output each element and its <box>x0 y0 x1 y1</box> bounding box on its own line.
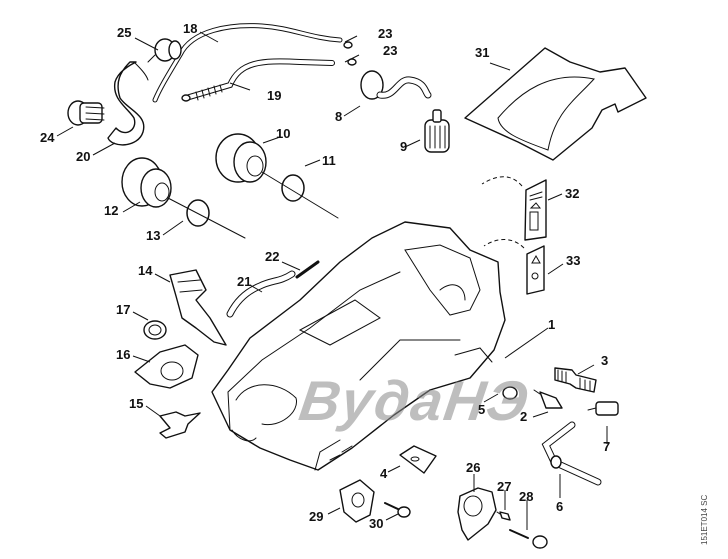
callout-18[interactable]: 18 <box>183 21 198 36</box>
callout-6[interactable]: 6 <box>556 499 564 514</box>
callout-14[interactable]: 14 <box>138 263 153 278</box>
part-9-filter[interactable] <box>424 109 450 153</box>
callout-22[interactable]: 22 <box>265 249 280 264</box>
callout-17[interactable]: 17 <box>116 302 131 317</box>
callout-33[interactable]: 33 <box>566 253 581 268</box>
part-12-oil-pump[interactable] <box>121 157 246 239</box>
callout-25[interactable]: 25 <box>117 25 132 40</box>
part-21-hose[interactable] <box>226 270 296 318</box>
part-23-fittings[interactable] <box>343 41 357 66</box>
part-16-cover[interactable] <box>134 344 199 389</box>
part-1-housing[interactable] <box>211 221 506 471</box>
part-17-grommet[interactable] <box>143 320 167 340</box>
part-6-bar[interactable] <box>541 421 602 486</box>
part-15-clip[interactable] <box>159 411 201 439</box>
callout-4[interactable]: 4 <box>380 466 388 481</box>
part-3-bolt[interactable] <box>554 367 597 393</box>
part-29-bracket[interactable] <box>339 479 375 523</box>
callout-21[interactable]: 21 <box>237 274 252 289</box>
callout-32[interactable]: 32 <box>565 186 580 201</box>
callout-1[interactable]: 1 <box>548 317 556 332</box>
part-31-cover[interactable] <box>464 47 647 161</box>
callout-20[interactable]: 20 <box>76 149 91 164</box>
part-30-screw[interactable] <box>384 502 411 518</box>
part-2-stud[interactable] <box>533 389 563 409</box>
callout-11[interactable]: 11 <box>322 153 336 168</box>
part-32-label[interactable] <box>481 176 547 241</box>
part-5-bushing[interactable] <box>502 386 518 400</box>
callout-7[interactable]: 7 <box>603 439 611 454</box>
part-22-spring[interactable] <box>295 260 320 279</box>
callout-15[interactable]: 15 <box>129 396 144 411</box>
callout-12[interactable]: 12 <box>104 203 119 218</box>
part-8-pickup[interactable] <box>360 70 432 100</box>
drawing-code: 151ET014 SC <box>700 494 709 545</box>
callout-26[interactable]: 26 <box>466 460 481 475</box>
part-7-screw[interactable] <box>587 401 619 416</box>
callout-31[interactable]: 31 <box>475 45 490 60</box>
callout-16[interactable]: 16 <box>116 347 131 362</box>
part-14-guard[interactable] <box>169 269 227 346</box>
callout-5[interactable]: 5 <box>478 402 486 417</box>
callout-23b[interactable]: 23 <box>383 43 398 58</box>
part-4-pad[interactable] <box>399 445 437 474</box>
part-18-hose[interactable] <box>152 23 343 103</box>
callout-24[interactable]: 24 <box>40 130 55 145</box>
callout-29[interactable]: 29 <box>309 509 324 524</box>
watermark: ВудаНЭ <box>295 369 534 432</box>
part-33-label[interactable] <box>483 239 545 295</box>
callout-13[interactable]: 13 <box>146 228 161 243</box>
part-24-plug[interactable] <box>67 100 105 126</box>
part-19-hose[interactable] <box>181 58 335 102</box>
part-27-screw[interactable] <box>496 511 511 521</box>
part-25-cap[interactable] <box>147 38 182 63</box>
callout-9[interactable]: 9 <box>400 139 408 154</box>
callout-2[interactable]: 2 <box>520 409 528 424</box>
callout-28[interactable]: 28 <box>519 489 534 504</box>
part-20-bracket[interactable] <box>107 61 149 146</box>
callout-27[interactable]: 27 <box>497 479 512 494</box>
callout-3[interactable]: 3 <box>601 353 609 368</box>
callout-8[interactable]: 8 <box>335 109 343 124</box>
part-26-bracket[interactable] <box>457 487 497 541</box>
part-10-oil-pump[interactable] <box>215 133 339 219</box>
part-28-screw[interactable] <box>509 529 548 549</box>
callout-10[interactable]: 10 <box>276 126 291 141</box>
leader-lines <box>56 31 608 530</box>
callout-19[interactable]: 19 <box>267 88 282 103</box>
callout-30[interactable]: 30 <box>369 516 384 531</box>
callout-23a[interactable]: 23 <box>378 26 393 41</box>
